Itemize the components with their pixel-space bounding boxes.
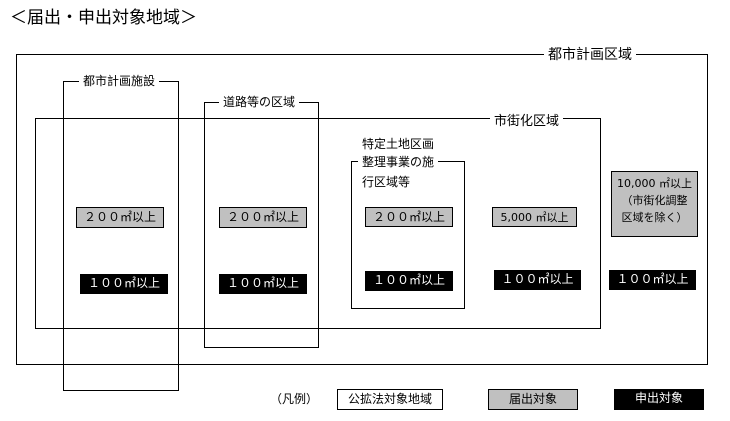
chousei-todokede-line2: （市街化調整	[621, 194, 688, 207]
tokutei-kukaku-label-line1: 特定土地区画	[362, 137, 435, 151]
doro-moushide-badge: １００㎡以上	[219, 274, 307, 294]
page-title: ＜届出・申出対象地域＞	[10, 8, 197, 28]
tokutei-moushide-badge: １００㎡以上	[365, 271, 453, 291]
shigaika-todokede-badge: 5,000 ㎡以上	[492, 207, 577, 227]
shisetsu-todokede-badge: ２００㎡以上	[76, 207, 164, 228]
tokutei-todokede-badge: ２００㎡以上	[365, 207, 453, 227]
legend-todokede-sample: 届出対象	[488, 389, 578, 410]
legend-moushide-sample: 申出対象	[614, 389, 704, 410]
toshi-keikaku-shisetsu-frame	[63, 81, 179, 391]
chousei-todokede-badge: 10,000 ㎡以上 （市街化調整 区域を除く）	[611, 171, 698, 237]
toshi-keikaku-kuiki-label: 都市計画区域	[544, 47, 636, 63]
chousei-todokede-line1: 10,000 ㎡以上	[617, 177, 692, 190]
legend-kouhaku-sample: 公拡法対象地域	[337, 389, 443, 410]
chousei-moushide-badge: １００㎡以上	[609, 270, 696, 290]
tokutei-kukaku-label-line2: 整理事業の施	[358, 155, 439, 169]
chousei-todokede-line3: 区域を除く）	[621, 211, 688, 224]
toshi-keikaku-shisetsu-label: 都市計画施設	[79, 74, 160, 88]
shigaika-kuiki-label: 市街化区域	[490, 114, 564, 129]
tokutei-kukaku-label-line3: 行区域等	[362, 175, 411, 189]
doro-to-no-kuiki-label: 道路等の区域	[219, 95, 300, 109]
toshi-keikaku-kuiki-frame	[16, 54, 708, 365]
shigaika-moushide-badge: １００㎡以上	[494, 270, 581, 290]
shisetsu-moushide-badge: １００㎡以上	[80, 274, 168, 294]
doro-todokede-badge: ２００㎡以上	[219, 207, 307, 228]
legend-label: （凡例）	[270, 392, 319, 406]
